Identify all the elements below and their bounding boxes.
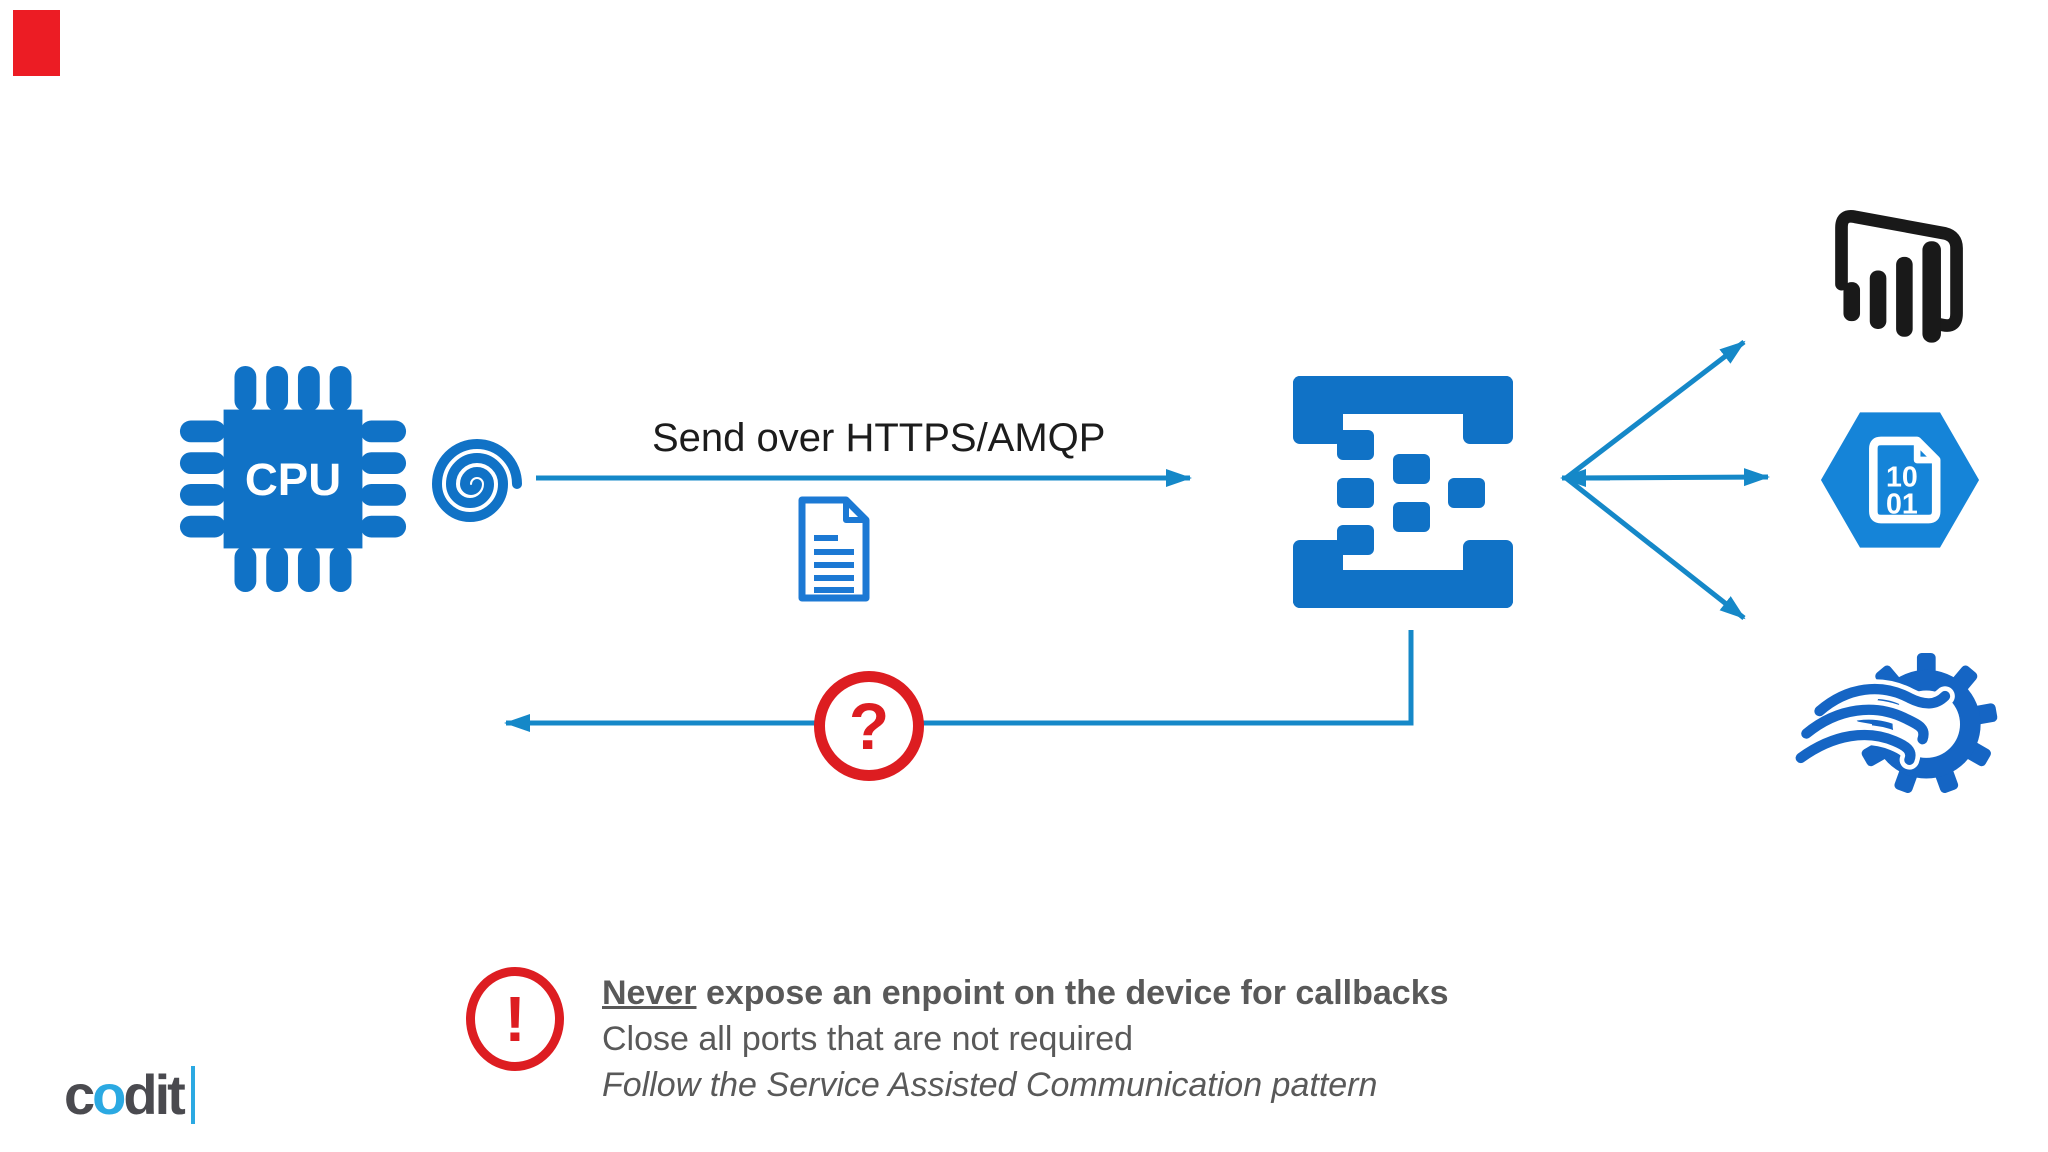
document-icon (798, 496, 870, 602)
send-protocol-label: Send over HTTPS/AMQP (652, 416, 1106, 460)
red-marker-square (13, 10, 60, 76)
warning-line-1-rest: expose an enpoint on the device for call… (696, 974, 1449, 1012)
logo-part-c: c (64, 1063, 95, 1126)
warning-line-1-emphasis: Never (602, 974, 697, 1012)
spiral-icon (431, 439, 522, 522)
logo-part-dit: dit (123, 1063, 185, 1126)
warning-text-block: Never expose an enpoint on the device fo… (602, 970, 1449, 1108)
fanout-arrow-top (1564, 340, 1746, 480)
question-mark-badge: ? (814, 671, 924, 781)
logo-part-o: o (92, 1063, 126, 1126)
exclamation-icon: ! (466, 967, 564, 1071)
return-arrow (504, 630, 1414, 732)
hexagon-binary-line2: 01 (1886, 488, 1918, 520)
warning-line-1: Never expose an enpoint on the device fo… (602, 970, 1449, 1016)
hexagon-binary-line1: 10 (1886, 462, 1918, 494)
stream-processing-gear-icon (1790, 652, 1998, 793)
logo-cursor (190, 1065, 195, 1124)
cpu-device-icon: CPU (179, 365, 407, 593)
power-bi-icon (1835, 210, 1963, 343)
warning-line-2: Close all ports that are not required (602, 1020, 1134, 1058)
cpu-label: CPU (245, 454, 341, 505)
binary-data-hexagon-icon: 10 01 (1820, 412, 1980, 548)
warning-line-3: Follow the Service Assisted Communicatio… (602, 1066, 1378, 1104)
fanout-arrow-bottom (1564, 476, 1746, 620)
exclamation-mark: ! (504, 983, 526, 1055)
question-mark: ? (848, 689, 890, 763)
iot-hub-icon (1293, 376, 1513, 608)
